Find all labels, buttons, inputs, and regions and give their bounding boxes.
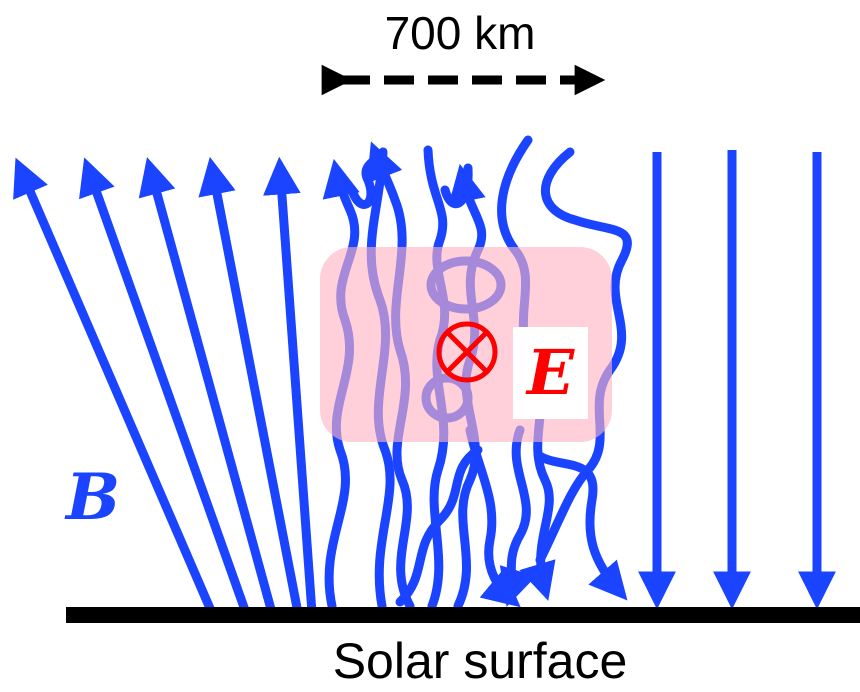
field-line — [13, 157, 217, 618]
field-line — [395, 445, 483, 607]
field-line — [138, 157, 277, 618]
field-line — [499, 425, 536, 607]
field-line — [465, 425, 521, 608]
vertical-field-lines — [638, 150, 836, 610]
surface-label: Solar surface — [332, 633, 628, 689]
solar-surface-line — [66, 607, 860, 623]
field-line — [440, 163, 473, 209]
electric-field-label: E — [513, 327, 588, 419]
field-line — [263, 156, 317, 618]
magnetic-field-label: B — [66, 460, 121, 535]
into-page-icon — [436, 321, 498, 383]
inclined-field-lines — [13, 156, 317, 618]
field-line — [533, 450, 628, 601]
field-line — [198, 156, 303, 618]
scale-label: 700 km — [384, 7, 536, 59]
field-line — [79, 157, 251, 618]
